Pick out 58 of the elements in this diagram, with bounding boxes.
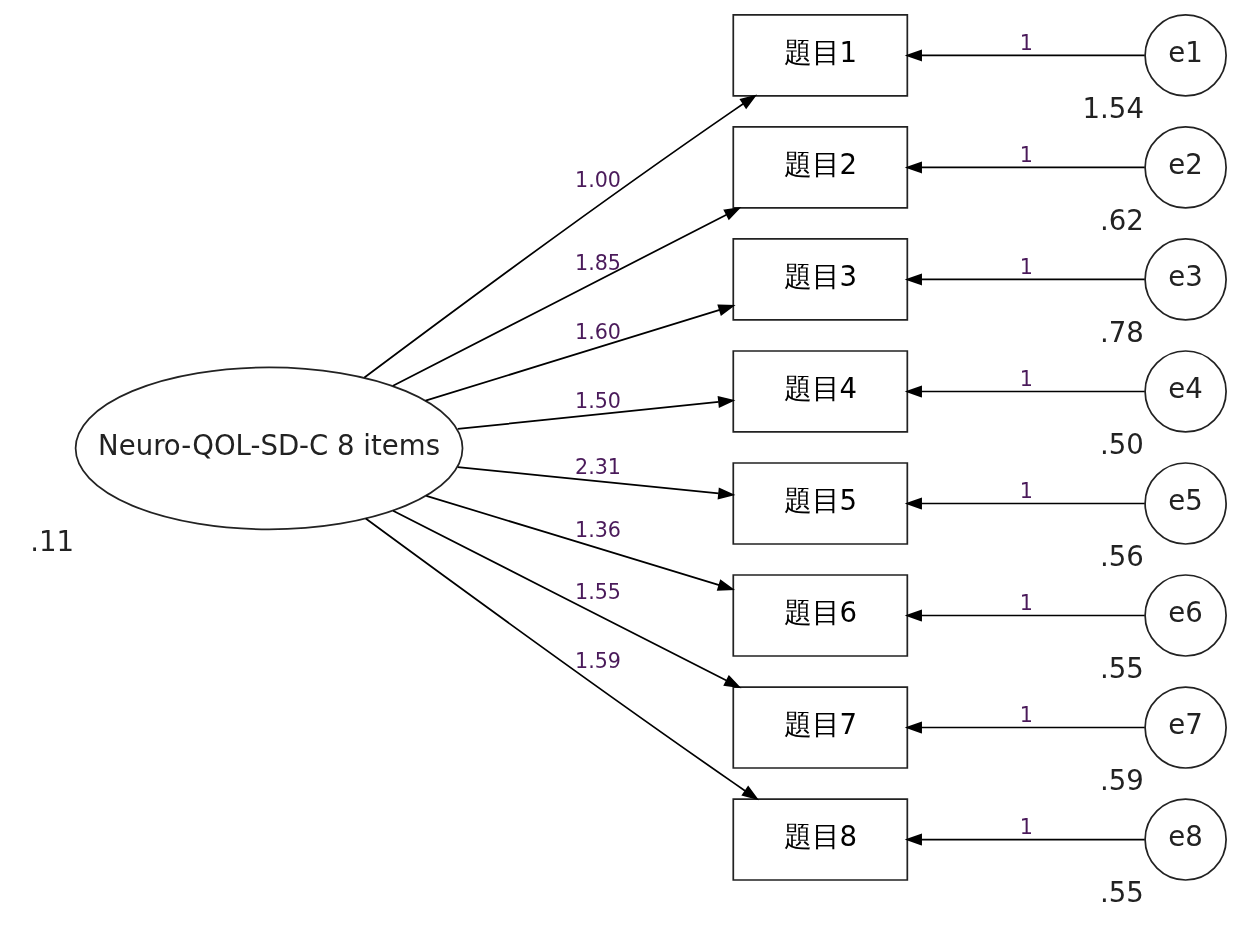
- edge-label: 1.50: [574, 389, 621, 414]
- edge-label: 1.60: [574, 320, 621, 345]
- node-box: 題目7: [731, 686, 908, 769]
- edge-label: 1.55: [574, 580, 621, 605]
- edge-label: 1.00: [574, 168, 621, 193]
- node-label: 1.54: [1082, 92, 1144, 126]
- node-box: 題目4: [731, 350, 908, 433]
- edge-label: 1: [1019, 142, 1033, 167]
- node-circle: e2: [1143, 126, 1227, 209]
- arrow: [904, 721, 1145, 734]
- edge-label: 1.85: [574, 251, 621, 276]
- edge-label: 1.36: [574, 518, 621, 543]
- node-label: .11: [29, 525, 74, 559]
- edge-label: 1: [1019, 814, 1033, 839]
- edge-label: 1: [1019, 478, 1033, 503]
- node-circle: e1: [1143, 14, 1227, 97]
- node-ellipse: Neuro-QOL-SD-C 8 items: [74, 366, 463, 531]
- edge-label: 1: [1019, 590, 1033, 615]
- node-box: 題目5: [731, 462, 908, 545]
- node-circle: e5: [1143, 462, 1227, 545]
- edge-label: 1: [1019, 254, 1033, 279]
- arrow: [904, 49, 1145, 62]
- node-box: 題目1: [731, 14, 908, 97]
- arrow: [456, 466, 735, 500]
- node-box: 題目6: [731, 574, 908, 657]
- node-label: .55: [1099, 876, 1144, 910]
- edge-label: 1: [1019, 30, 1033, 55]
- node-label: .78: [1099, 316, 1144, 350]
- node-label: .56: [1099, 540, 1144, 574]
- arrow: [424, 304, 736, 402]
- node-box: 題目3: [731, 238, 908, 321]
- edge-label: 1: [1019, 702, 1033, 727]
- arrow: [904, 161, 1145, 174]
- arrow: [904, 385, 1145, 398]
- node-label: .50: [1099, 428, 1144, 462]
- arrow: [904, 497, 1145, 510]
- node-circle: e7: [1143, 686, 1227, 769]
- arrow: [364, 517, 759, 801]
- edge-label: 1.59: [574, 649, 621, 674]
- node-box: 題目2: [731, 126, 908, 209]
- node-circle: e6: [1143, 574, 1227, 657]
- node-circle: e8: [1143, 798, 1227, 881]
- arrow: [424, 494, 735, 591]
- node-circle: e3: [1143, 238, 1227, 321]
- arrow: [391, 509, 741, 689]
- node-label: .59: [1099, 764, 1144, 798]
- arrow: [904, 273, 1145, 286]
- arrow: [363, 94, 757, 379]
- arrow: [456, 395, 735, 430]
- arrow: [904, 609, 1145, 622]
- arrow: [391, 207, 741, 387]
- edge-label: 2.31: [574, 454, 621, 479]
- node-box: 題目8: [731, 798, 908, 881]
- node-label: .62: [1099, 204, 1144, 238]
- node-label: .55: [1099, 652, 1144, 686]
- arrow: [904, 833, 1145, 846]
- node-circle: e4: [1143, 350, 1227, 433]
- edge-label: 1: [1019, 366, 1033, 391]
